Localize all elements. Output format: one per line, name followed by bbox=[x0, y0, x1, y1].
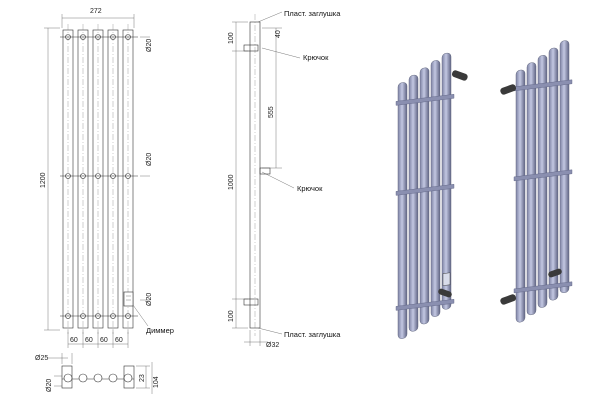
side-depth-dia: Ø32 bbox=[266, 342, 279, 349]
render1-tube-5 bbox=[441, 52, 452, 310]
bottom-height-2: 104 bbox=[153, 376, 160, 388]
render2-tube-3 bbox=[537, 55, 548, 308]
render1-tube-3 bbox=[419, 67, 430, 325]
render1-tube-1 bbox=[397, 82, 408, 339]
bottom-height-1: 23 bbox=[139, 374, 146, 382]
render-3d-front bbox=[395, 52, 468, 339]
bottom-tube-4 bbox=[108, 373, 118, 383]
bottom-bracket-dia: Ø20 bbox=[46, 379, 53, 392]
bottom-tube-3 bbox=[93, 373, 103, 383]
render2-tube-1 bbox=[515, 69, 526, 323]
bottom-tube-5 bbox=[123, 373, 133, 383]
render-3d-rear bbox=[500, 40, 573, 323]
front-width-dim: 272 bbox=[90, 8, 102, 15]
bottom-tube-dia: Ø25 bbox=[35, 355, 48, 362]
bottom-view: Ø25 Ø20 23 104 bbox=[35, 353, 160, 394]
hook-label-2: Крючок bbox=[297, 184, 323, 193]
spacing-2: 60 bbox=[85, 337, 93, 344]
front-tubes bbox=[62, 24, 134, 334]
spacing-1: 60 bbox=[70, 337, 78, 344]
top-cap-label: Пласт. заглушка bbox=[284, 9, 341, 18]
front-brackets bbox=[60, 34, 138, 319]
side-top-offset: 100 bbox=[228, 32, 235, 44]
side-hook-dist: 555 bbox=[268, 106, 275, 118]
render2-tube-2 bbox=[526, 62, 537, 316]
bottom-cap-label: Пласт. заглушка bbox=[284, 330, 341, 339]
front-dia-mid: Ø20 bbox=[146, 153, 153, 166]
front-dia-top: Ø20 bbox=[146, 39, 153, 52]
front-dia-bottom: Ø20 bbox=[146, 293, 153, 306]
spacing-3: 60 bbox=[100, 337, 108, 344]
render2-tube-5 bbox=[559, 40, 570, 294]
side-view: Пласт. заглушка Пласт. заглушка Крючок К… bbox=[228, 9, 341, 349]
side-center-dist: 1000 bbox=[228, 174, 235, 190]
hook-label-1: Крючок bbox=[303, 53, 329, 62]
render1-tube-2 bbox=[408, 74, 419, 332]
bottom-tube-1 bbox=[63, 373, 73, 383]
bottom-tube-2 bbox=[78, 373, 88, 383]
dimmer-box bbox=[123, 291, 134, 307]
dimmer-label: Диммер bbox=[146, 326, 174, 335]
spacing-4: 60 bbox=[115, 337, 123, 344]
side-hook-offset: 40 bbox=[275, 30, 282, 38]
front-height-dim: 1200 bbox=[40, 172, 47, 188]
side-bottom-offset: 100 bbox=[228, 310, 235, 322]
front-view: 272 1200 bbox=[40, 8, 174, 348]
